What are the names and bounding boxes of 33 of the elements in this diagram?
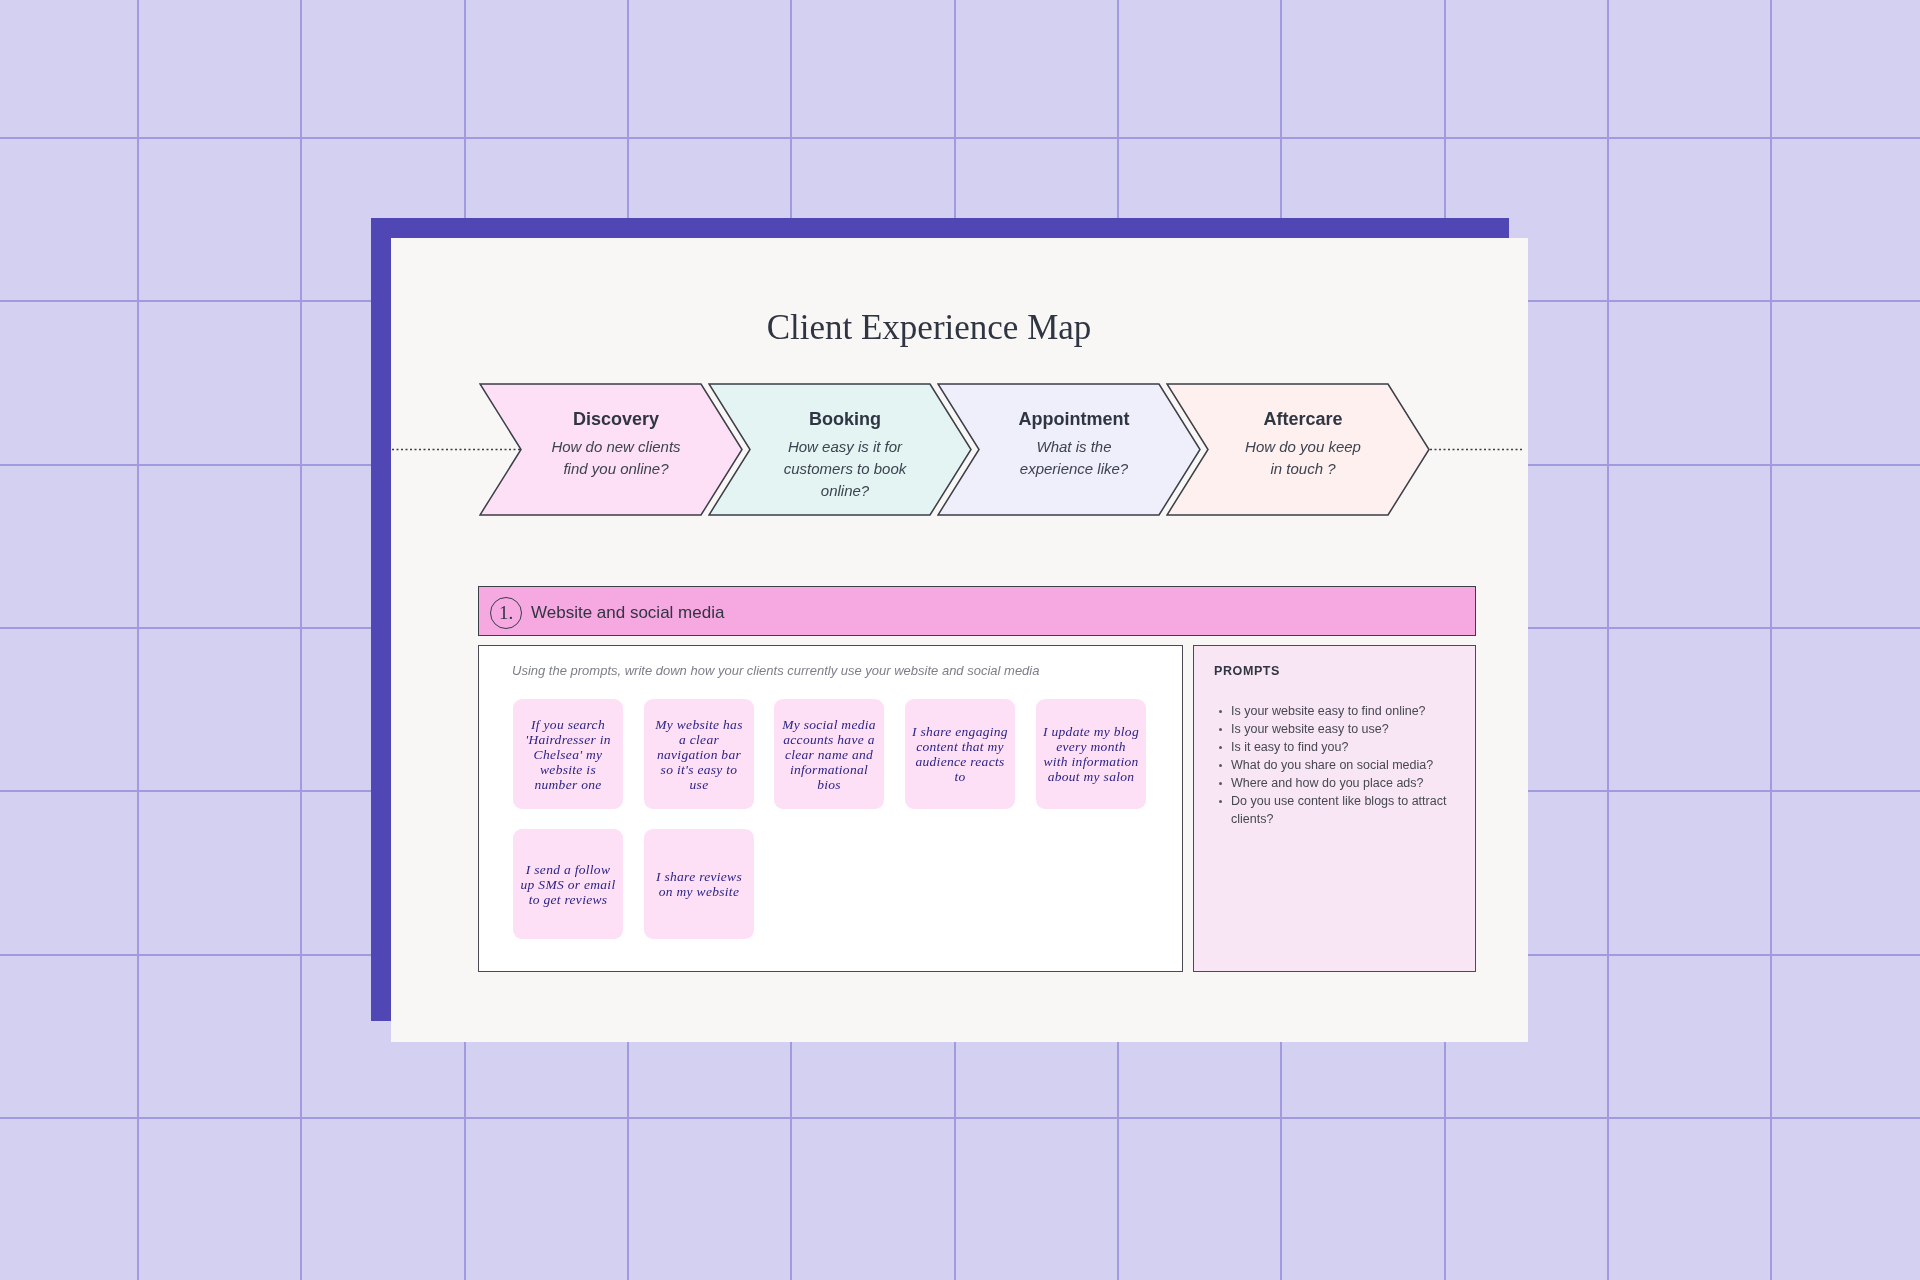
process-step [1166, 383, 1430, 516]
section-title: Website and social media [531, 603, 725, 623]
sticky-note: I send a follow up SMS or email to get reviews [513, 829, 623, 939]
stage-question: How easy is it for customers to book online? [782, 437, 908, 501]
stage-title: Appointment [1017, 408, 1131, 430]
dotted-connector [1429, 448, 1523, 451]
sticky-note: I share reviews on my website [644, 829, 754, 939]
process-step [708, 383, 972, 516]
sticky-note: I update my blog every month with information about my salon [1036, 699, 1146, 809]
panel-heading: PROMPTS [1214, 663, 1280, 679]
sticky-note: My website has a clear navigation bar so it's easy to use [644, 699, 754, 809]
prompts-panel [1193, 645, 1476, 972]
diagram-title: Client Experience Map [765, 308, 1093, 348]
stage-question: What is the experience like? [1018, 437, 1130, 479]
stage-question: How do new clients find you online? [550, 437, 682, 479]
stage-title: Aftercare [1262, 408, 1344, 430]
sticky-note: My social media accounts have a clear name and informational bios [774, 699, 884, 809]
prompt-item: Is your website easy to use? [1216, 720, 1455, 738]
prompt-item: Do you use content like blogs to attract clients? [1216, 792, 1455, 828]
prompt-item: Is your website easy to find online? [1216, 702, 1455, 720]
prompt-item: Is it easy to find you? [1216, 738, 1455, 756]
stage-title: Discovery [571, 408, 661, 430]
stage-question: How do you keep in touch ? [1244, 437, 1362, 479]
stage-title: Booking [808, 408, 882, 430]
sticky-note: I share engaging content that my audience reacts to [905, 699, 1015, 809]
section-header-bar [478, 586, 1476, 636]
process-step [937, 383, 1201, 516]
process-step [479, 383, 743, 516]
prompt-item: Where and how do you place ads? [1216, 774, 1455, 792]
instruction-text: Using the prompts, write down how your clients currently use your website and social media [512, 663, 1040, 679]
sticky-note: If you search 'Hairdresser in Chelsea' my website is number one [513, 699, 623, 809]
prompt-item: What do you share on social media? [1216, 756, 1455, 774]
notes-panel [478, 645, 1183, 972]
